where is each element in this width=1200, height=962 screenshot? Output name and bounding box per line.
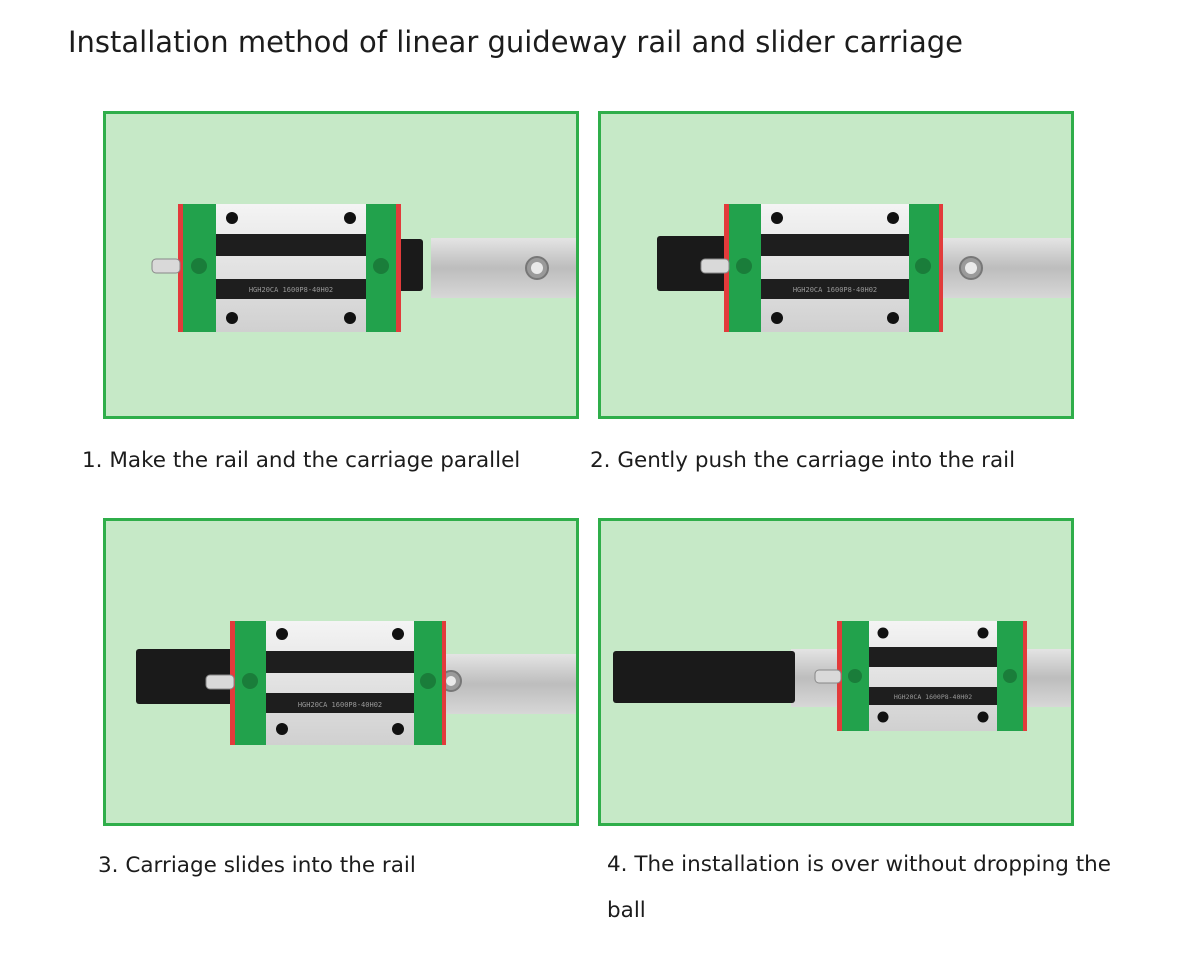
step-4-caption: 4. The installation is over without drop… bbox=[607, 852, 1111, 923]
grease-nipple bbox=[151, 258, 181, 274]
block-marking: HGH20CA 1600P8-40H02 bbox=[793, 286, 877, 294]
block-marking: HGH20CA 1600P8-40H02 bbox=[894, 693, 972, 701]
step-4-image: HGH20CA 1600P8-40H02 bbox=[598, 518, 1074, 826]
block-marking: HGH20CA 1600P8-40H02 bbox=[298, 701, 382, 709]
step-2-image: HGH20CA 1600P8-40H02 bbox=[598, 111, 1074, 419]
step-2-caption: 2. Gently push the carriage into the rai… bbox=[590, 448, 1016, 473]
dummy-rail bbox=[136, 649, 246, 704]
step-1-image: HGH20CA 1600P8-40H02 bbox=[103, 111, 579, 419]
dummy-rail bbox=[657, 236, 732, 291]
grease-nipple bbox=[205, 674, 235, 690]
grease-nipple bbox=[814, 669, 842, 684]
dummy-rail bbox=[613, 651, 795, 703]
carriage-block bbox=[266, 621, 414, 745]
block-marking: HGH20CA 1600P8-40H02 bbox=[249, 286, 333, 294]
page-title: Installation method of linear guideway r… bbox=[68, 25, 963, 59]
guide-rail bbox=[929, 238, 1071, 298]
step-3-image: HGH20CA 1600P8-40H02 bbox=[103, 518, 579, 826]
step-1-caption: 1. Make the rail and the carriage parall… bbox=[82, 448, 521, 473]
carriage-block bbox=[216, 204, 366, 332]
carriage-block bbox=[869, 621, 997, 731]
carriage-block bbox=[761, 204, 909, 332]
step-3-caption: 3. Carriage slides into the rail bbox=[98, 853, 416, 878]
grease-nipple bbox=[700, 258, 730, 274]
guide-rail bbox=[431, 238, 576, 298]
